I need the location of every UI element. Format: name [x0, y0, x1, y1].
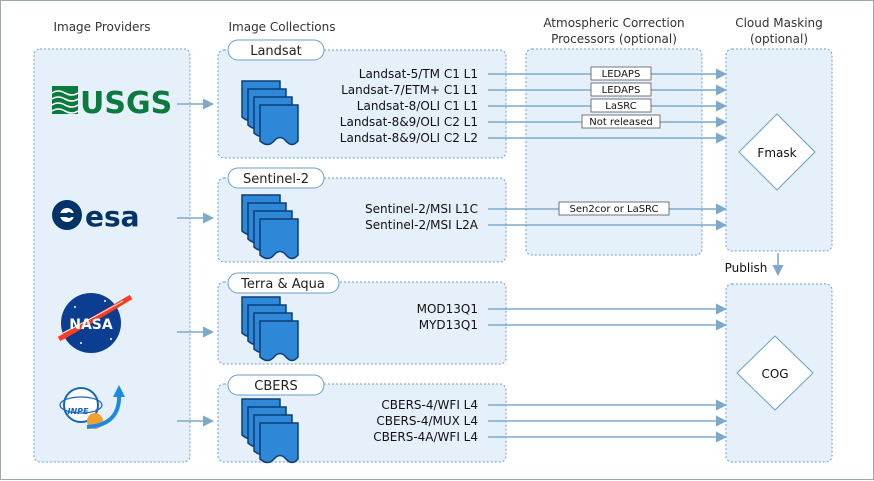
- collections-header: Image Collections: [228, 20, 335, 34]
- usgs-logo-text: USGS: [80, 86, 172, 121]
- processor-tag-ledaps-1: [590, 66, 652, 81]
- landsat-stack-icon: [241, 80, 299, 146]
- publish-label: Publish: [725, 261, 768, 275]
- inpe-logo: INPE: [59, 385, 125, 429]
- sentinel-title: Sentinel-2: [243, 172, 309, 187]
- usgs-logo: USGS: [51, 86, 172, 121]
- cloud-header-line1: Cloud Masking: [735, 16, 823, 30]
- processor-sen2cor-or-lasrc: Sen2cor or LaSRC: [570, 204, 659, 215]
- product-landsat8-c1: Landsat-8/OLI C1 L1: [357, 99, 478, 113]
- product-cbers4-wfi: CBERS-4/WFI L4: [381, 398, 478, 412]
- esa-logo-text: esa: [85, 200, 140, 233]
- landsat-title: Landsat: [250, 44, 302, 59]
- fmask-label: Fmask: [757, 146, 796, 160]
- product-landsat89-c2l2: Landsat-8&9/OLI C2 L2: [340, 131, 478, 145]
- fmask-diamond: [738, 113, 816, 191]
- landsat-title-pill: [227, 39, 325, 61]
- product-sentinel-l2a: Sentinel-2/MSI L2A: [365, 218, 479, 232]
- product-cbers4-mux: CBERS-4/MUX L4: [376, 414, 478, 428]
- esa-logo: esa: [52, 200, 140, 233]
- terra-aqua-title-pill: [227, 272, 340, 294]
- cbers-stack-icon: [241, 398, 299, 464]
- inpe-logo-text: INPE: [68, 407, 90, 416]
- cog-label: COG: [761, 367, 788, 381]
- providers-panel: [33, 48, 191, 463]
- nasa-logo: NASA: [57, 293, 133, 353]
- processor-ledaps-1: LEDAPS: [602, 69, 641, 80]
- processor-lasrc: LaSRC: [605, 101, 636, 112]
- processor-tag-not-released: [581, 114, 661, 129]
- product-landsat89-c2l1: Landsat-8&9/OLI C2 L1: [340, 115, 478, 129]
- sentinel-title-pill: [227, 167, 325, 189]
- product-sentinel-l1c: Sentinel-2/MSI L1C: [365, 202, 478, 216]
- cbers-title-pill: [227, 374, 325, 396]
- providers-header: Image Providers: [53, 20, 150, 34]
- cbers-title: CBERS: [254, 379, 298, 394]
- product-mod13q1: MOD13Q1: [417, 302, 478, 316]
- product-myd13q1: MYD13Q1: [419, 318, 478, 332]
- atmos-header-line2: Processors (optional): [551, 32, 677, 46]
- cloud-header-line2: (optional): [750, 32, 808, 46]
- processor-tag-sen2cor: [558, 201, 670, 216]
- cog-diamond: [736, 335, 814, 411]
- processor-not-released: Not released: [589, 117, 653, 128]
- sentinel-stack-icon: [241, 194, 299, 260]
- product-landsat5: Landsat-5/TM C1 L1: [359, 67, 478, 81]
- product-landsat7: Landsat-7/ETM+ C1 L1: [341, 83, 478, 97]
- terra-aqua-stack-icon: [241, 296, 299, 362]
- nasa-logo-text: NASA: [69, 317, 113, 333]
- processor-tag-lasrc: [590, 98, 652, 113]
- product-cbers4a-wfi: CBERS-4A/WFI L4: [373, 430, 478, 444]
- terra-aqua-title: Terra & Aqua: [240, 277, 325, 292]
- atmos-header-line1: Atmospheric Correction: [543, 16, 684, 30]
- processor-ledaps-2: LEDAPS: [602, 85, 641, 96]
- processor-tag-ledaps-2: [590, 82, 652, 97]
